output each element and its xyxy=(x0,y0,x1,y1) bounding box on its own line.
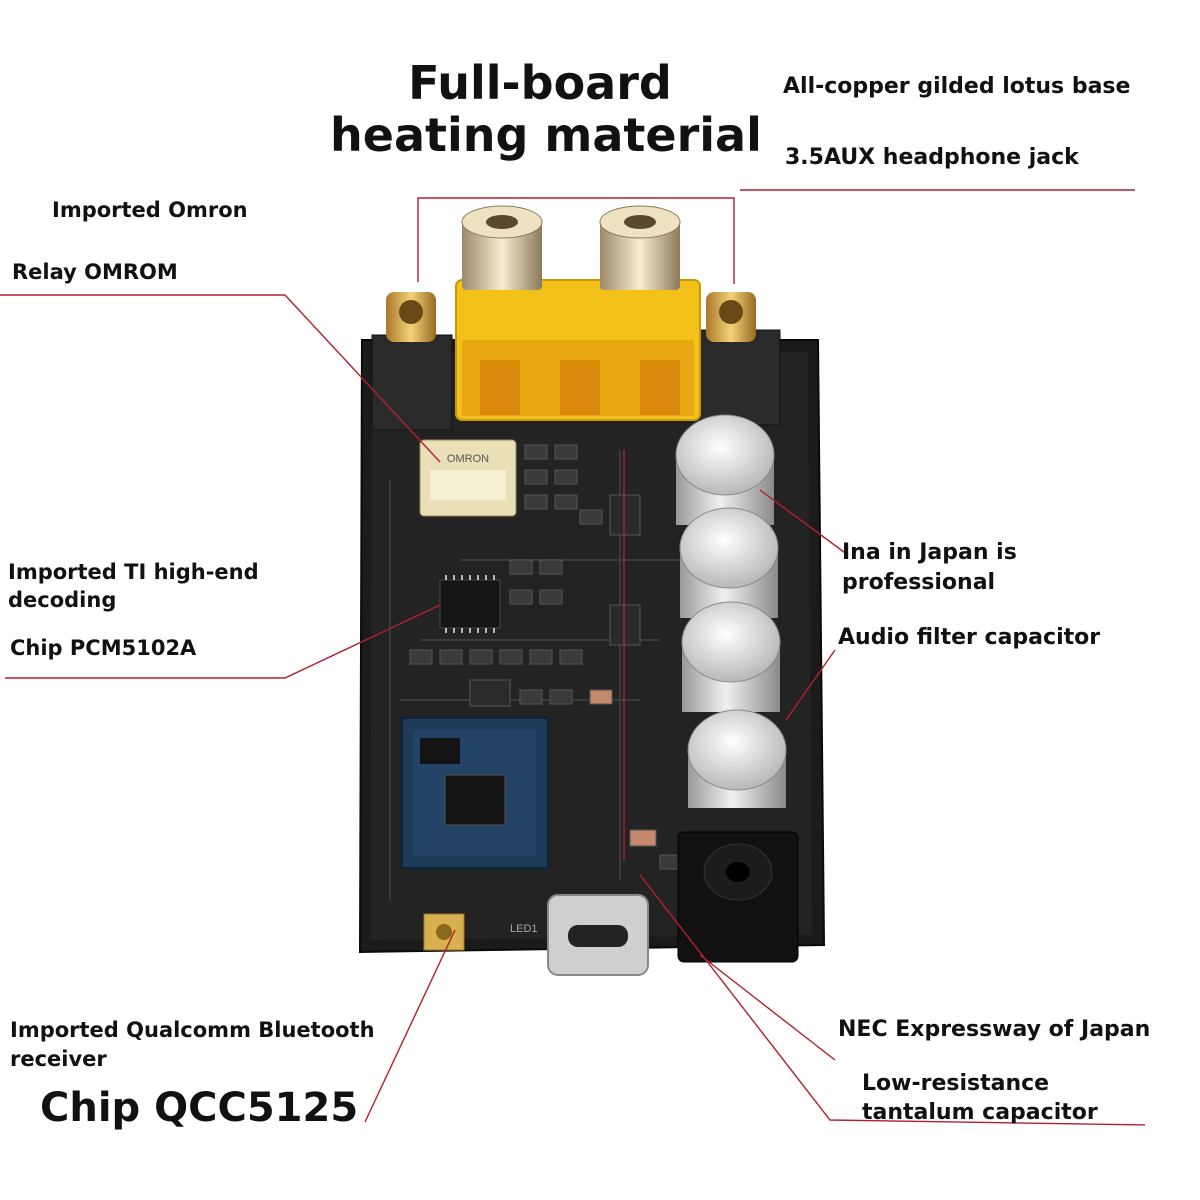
leader-nec xyxy=(699,954,836,1061)
label-omron-line1: Imported Omron xyxy=(52,198,248,222)
leader-omron-diag xyxy=(284,294,441,463)
leader-tantalum xyxy=(639,874,1146,1126)
capacitor-2 xyxy=(679,507,779,618)
label-ti-chip: Chip PCM5102A xyxy=(10,636,197,660)
label-ina-line1: Ina in Japan is xyxy=(842,540,1017,565)
right-aux-jack xyxy=(699,292,781,426)
left-aux-jack xyxy=(371,292,453,431)
label-tantalum-line2: tantalum capacitor xyxy=(862,1100,1098,1125)
label-aux-jack: 3.5AUX headphone jack xyxy=(785,145,1079,170)
label-copper-base: All-copper gilded lotus base xyxy=(783,74,1131,99)
capacitor-4 xyxy=(687,709,787,808)
antenna-connector: LED1 xyxy=(423,913,538,951)
page-title: Full-board heating material xyxy=(330,56,762,162)
pcm5102a-chip xyxy=(439,575,501,633)
label-qualcomm-line2: receiver xyxy=(10,1047,107,1071)
rca-connector-housing xyxy=(455,279,701,421)
label-ti-line2: decoding xyxy=(8,588,117,612)
callout-leader-lines xyxy=(0,189,1146,1126)
capacitor-1 xyxy=(675,414,775,525)
label-filter-cap: Audio filter capacitor xyxy=(838,625,1101,650)
usb-c-port xyxy=(547,894,649,976)
audio-filter-capacitors xyxy=(675,414,787,808)
leader-qualcomm xyxy=(364,929,456,1123)
label-ti-line1: Imported TI high-end xyxy=(8,560,259,584)
leader-filter-cap xyxy=(785,649,836,721)
label-nec: NEC Expressway of Japan xyxy=(838,1017,1151,1042)
page-title-line1: Full-board xyxy=(408,56,672,110)
led-silk-text: LED1 xyxy=(510,923,538,935)
page-title-line2: heating material xyxy=(330,107,762,162)
label-qualcomm-line1: Imported Qualcomm Bluetooth xyxy=(10,1018,375,1042)
smd-components xyxy=(409,444,681,870)
capacitor-3 xyxy=(681,601,781,712)
rca-jack-right xyxy=(599,205,681,290)
label-omron-line2: Relay OMROM xyxy=(12,260,178,284)
bluetooth-module xyxy=(401,717,549,869)
label-qualcomm-chip: Chip QCC5125 xyxy=(40,1085,359,1131)
rca-jack-left xyxy=(461,205,543,290)
dc-power-jack xyxy=(677,831,799,963)
leader-ti-chip xyxy=(5,604,441,679)
leader-ina xyxy=(759,489,849,556)
relay-silk-text: OMRON xyxy=(447,453,489,465)
label-tantalum-line1: Low-resistance xyxy=(862,1071,1050,1096)
omron-relay: OMRON xyxy=(419,439,517,517)
leader-heating-material xyxy=(417,197,735,284)
label-ina-line2: professional xyxy=(842,570,996,595)
